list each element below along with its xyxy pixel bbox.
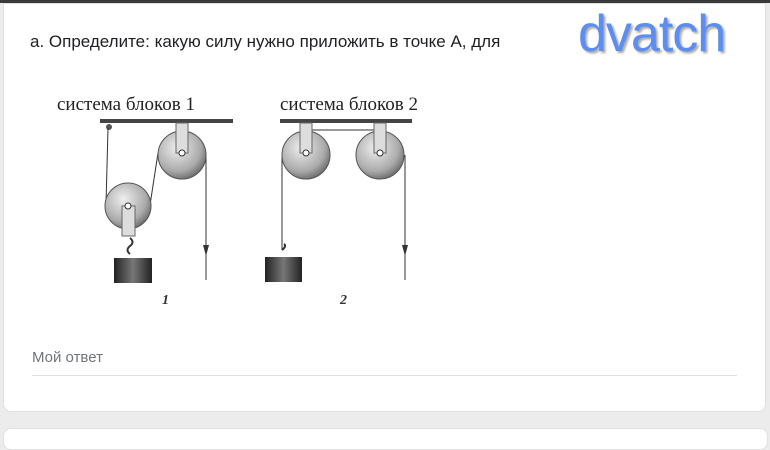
rope-anchor <box>106 124 112 130</box>
answer-input-underline <box>32 375 737 376</box>
weight <box>265 257 302 282</box>
system2: 2 <box>265 119 412 308</box>
system1-title: система блоков 1 <box>57 94 195 115</box>
weight <box>114 258 152 283</box>
pulley-diagram: система блоков 1 система блоков 2 1 <box>57 94 418 308</box>
ceiling-bar <box>280 119 412 123</box>
answer-input[interactable]: Мой ответ <box>32 349 103 366</box>
question-text: а. Определите: какую силу нужно приложит… <box>30 32 501 51</box>
force-arrow <box>203 245 209 256</box>
force-arrow <box>402 245 408 256</box>
watermark: dvatch <box>578 5 726 63</box>
system2-title: система блоков 2 <box>280 94 418 115</box>
top-bar <box>0 0 770 3</box>
system2-number: 2 <box>339 293 347 308</box>
system1: 1 <box>100 119 233 308</box>
system1-number: 1 <box>162 293 169 308</box>
ceiling-bar <box>100 119 233 123</box>
